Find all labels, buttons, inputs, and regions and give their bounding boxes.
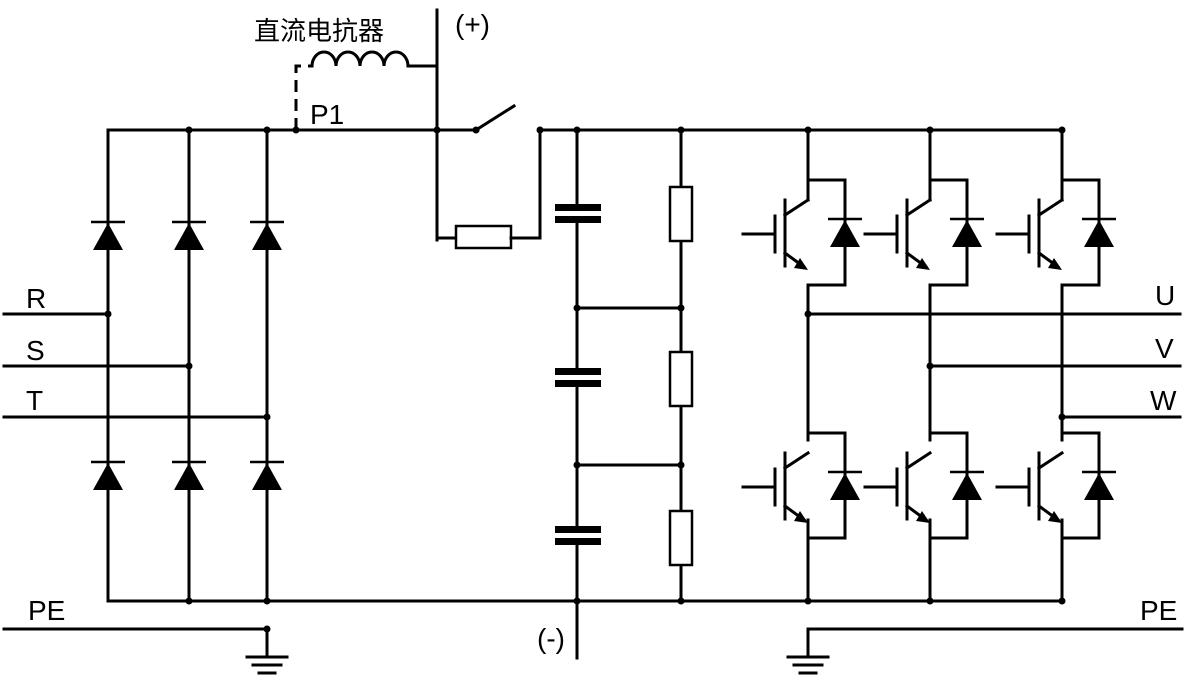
igbt-upper-w [995,178,1116,287]
rectifier-diode-lower-r [91,460,125,490]
input-t-label: T [26,385,43,416]
ground-left [2,627,289,675]
input-s-label: S [26,335,45,366]
input-lines [2,312,269,419]
balancing-resistor-1 [668,185,694,243]
pe-left-label: PE [28,595,65,626]
capacitor-3-plate-top [555,526,601,533]
dc-reactor-inductor [294,8,439,242]
balancing-resistor-2 [668,350,694,408]
rectifier-diode-lower-t [250,460,284,490]
capacitor-2-plate-bottom [555,380,601,387]
output-u-label: U [1155,280,1175,311]
balancing-resistors [668,128,694,603]
output-v-label: V [1155,333,1174,364]
balancing-resistor-3 [668,509,694,567]
igbt-lower-v [863,431,984,540]
negative-bus-label: (-) [537,623,565,654]
output-w-label: W [1150,385,1177,416]
igbt-upper-v [863,178,984,287]
capacitor-1-plate-bottom [555,216,601,223]
junction-dots [104,126,1066,633]
capacitor-1-plate-top [555,204,601,211]
dc-reactor-label: 直流电抗器 [254,17,384,47]
rectifier-diode-lower-s [172,460,206,490]
capacitor-2-plate-top [555,368,601,375]
igbt-upper-u [741,178,862,287]
igbt-leg-v [863,128,1182,603]
igbt-lower-u [741,431,862,540]
igbt-lower-w [995,431,1116,540]
rectifier-diode-upper-r [91,220,125,250]
precharge-resistor [454,224,513,250]
precharge-circuit [435,103,542,250]
rectifier-diode-upper-t [250,220,284,250]
capacitor-3-plate-bottom [555,538,601,545]
igbt-leg-w [995,128,1182,603]
capacitor-bank [555,128,683,660]
precharge-switch [473,103,517,133]
input-r-label: R [26,283,46,314]
inverter-bridge [741,128,1182,603]
igbt-leg-u [741,128,1182,603]
positive-bus-label: (+) [455,9,490,40]
ground-right [786,627,1184,675]
rectifier-diode-upper-s [172,220,206,250]
pe-right-label: PE [1140,595,1177,626]
p1-terminal-label: P1 [310,99,344,130]
